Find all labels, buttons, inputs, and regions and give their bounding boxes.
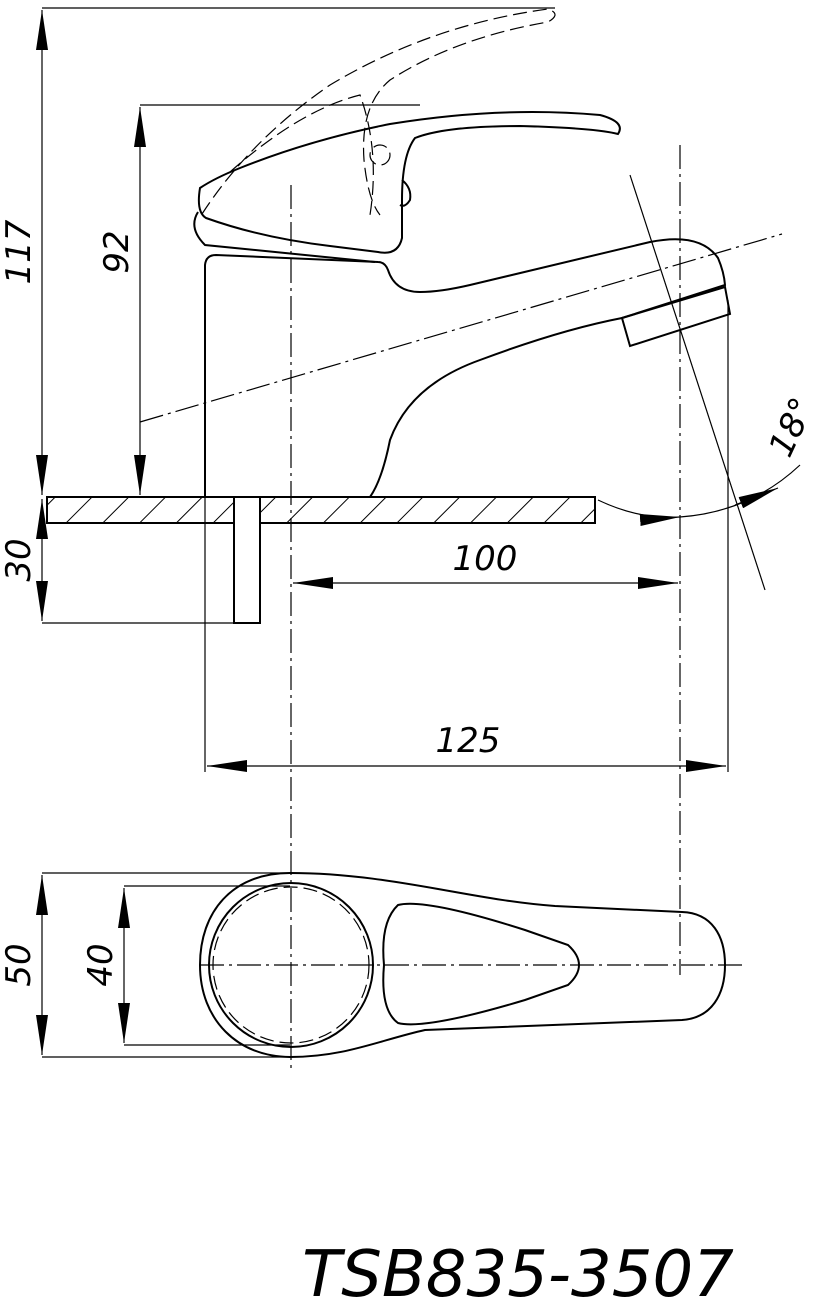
dimension-40: 40 xyxy=(81,885,290,1046)
dimension-125: 125 xyxy=(204,300,729,772)
supply-pipe xyxy=(233,496,261,624)
faucet-top-view xyxy=(198,871,727,1059)
dimension-label-30: 30 xyxy=(0,538,39,581)
dimension-label-100: 100 xyxy=(453,539,518,579)
lever-axis-line xyxy=(139,233,783,423)
spout-angle-line xyxy=(629,174,766,591)
dimension-label-50: 50 xyxy=(0,943,39,986)
dimension-92: 92 xyxy=(97,104,420,495)
dimension-117: 117 xyxy=(0,7,555,495)
model-number: TSB835-3507 xyxy=(302,1238,734,1312)
dimension-label-117: 117 xyxy=(0,219,39,284)
dimension-label-125: 125 xyxy=(436,721,501,761)
dimension-label-18: 18° xyxy=(761,392,823,464)
dimension-label-40: 40 xyxy=(81,943,121,986)
dimension-50: 50 xyxy=(0,872,290,1058)
dimension-30: 30 xyxy=(0,499,260,624)
faucet-side-view xyxy=(193,8,732,498)
dimension-label-92: 92 xyxy=(97,230,137,273)
dimension-angle-18: 18° xyxy=(597,392,823,526)
countertop-section xyxy=(46,496,596,524)
dimension-100: 100 xyxy=(293,539,678,589)
